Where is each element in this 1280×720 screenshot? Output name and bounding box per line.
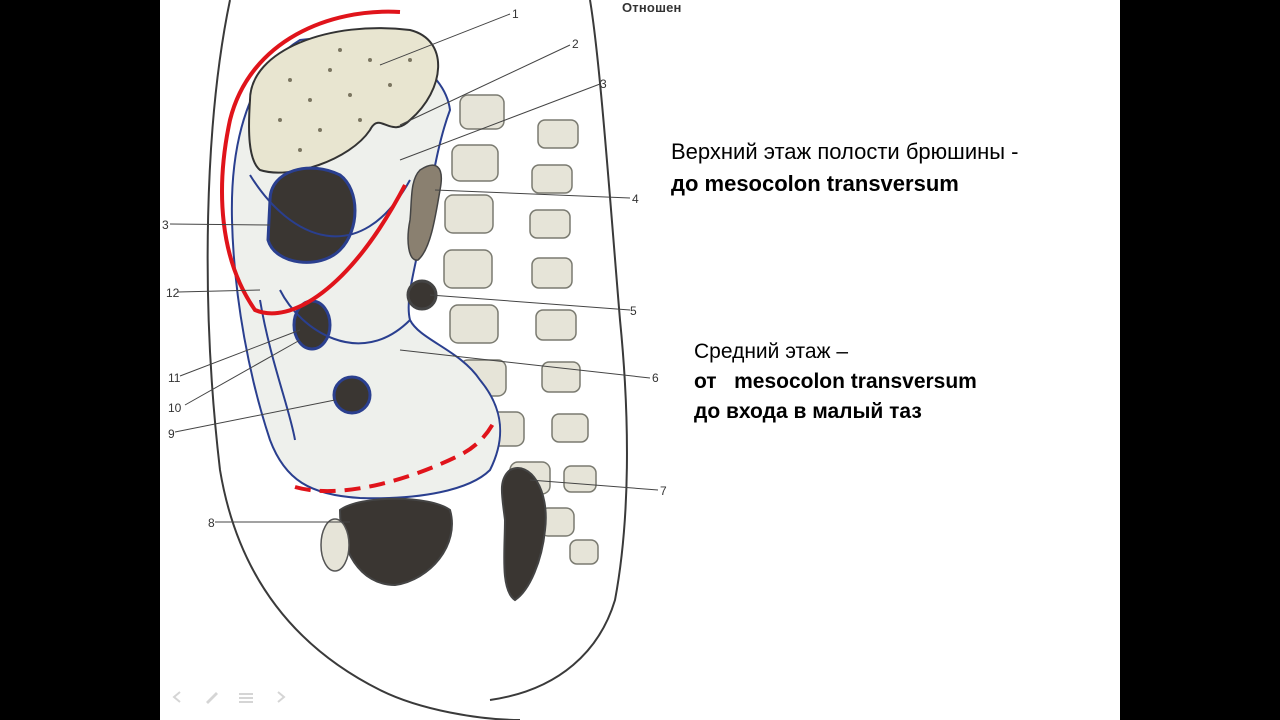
upper-floor-line1: Верхний этаж полости брюшины - [671,139,1019,164]
label-9: 9 [168,427,175,441]
pubic-bone [320,518,350,572]
label-11: 11 [168,371,181,385]
rectum [500,467,547,602]
label-10: 10 [168,401,182,415]
next-icon[interactable] [270,690,290,704]
middle-floor-description: Средний этаж – от mesocolon transversum … [694,337,977,427]
menu-icon[interactable] [236,690,256,704]
label-4: 4 [632,192,639,206]
upper-floor-line2: до mesocolon transversum [671,171,959,196]
body-back-outline [206,0,521,720]
middle-floor-line1: Средний этаж – [694,340,849,363]
leader-lines [169,13,659,523]
middle-floor-line2: от mesocolon transversum [694,370,977,393]
label-2: 2 [572,37,579,51]
stomach [266,166,357,264]
omentum-line [259,299,296,441]
upper-floor-description: Верхний этаж полости брюшины - до mesoco… [671,136,1019,200]
presentation-slide: Отношен [160,0,1120,720]
label-6: 6 [652,371,659,385]
body-front-outline [489,0,628,701]
abdominal-cavity-sagittal-diagram: 1 2 3 4 5 6 7 8 9 10 11 12 3 [162,0,667,720]
upper-floor-highlight [220,9,407,316]
label-5: 5 [630,304,637,318]
middle-floor-line3: до входа в малый таз [694,400,922,423]
slideshow-controls [168,690,290,704]
label-8: 8 [208,516,215,530]
label-12: 12 [166,286,180,300]
small-intestine [332,375,372,415]
pen-icon[interactable] [202,690,222,704]
pancreas [407,164,442,261]
label-1: 1 [512,7,519,21]
mesentery-line [279,289,411,345]
label-7: 7 [660,484,667,498]
pelvic-inlet-dashed [294,419,497,494]
liver [248,27,440,174]
label-3: 3 [600,77,607,91]
label-3-left: 3 [162,218,169,232]
urinary-bladder [338,497,453,587]
prev-icon[interactable] [168,690,188,704]
liver-texture [278,48,412,152]
slide-heading-cropped: Отношен [622,0,682,15]
